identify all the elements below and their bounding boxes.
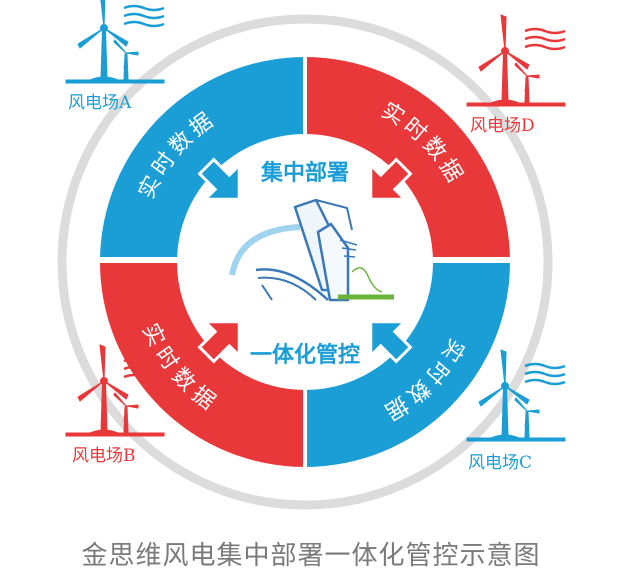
farm-label-c: 风电场C — [468, 453, 532, 473]
farm-label-d: 风电场D — [470, 116, 535, 136]
diagram-caption: 金思维风电集中部署一体化管控示意图 — [81, 541, 541, 571]
center-top-label: 集中部署 — [260, 160, 349, 186]
arrow-top-left — [197, 157, 241, 201]
arrow-bottom-left — [197, 320, 241, 364]
quadrant-top-left — [100, 57, 305, 262]
wind-farm-a[interactable]: 风电场A — [64, 0, 166, 113]
quadrant-bottom-right — [305, 262, 510, 467]
farm-label-b: 风电场B — [72, 446, 136, 466]
center-bottom-label: 一体化管控 — [250, 342, 360, 368]
wind-farm-c[interactable]: 风电场C — [465, 348, 567, 473]
farm-label-a: 风电场A — [68, 93, 132, 113]
building-icon — [229, 198, 394, 302]
wind-farm-b[interactable]: 风电场B — [64, 343, 166, 466]
outer-gray-ring — [57, 14, 553, 510]
quadrant-top-right — [305, 57, 510, 262]
arrow-top-right — [369, 157, 413, 201]
inner-white-circle — [179, 136, 431, 388]
quadrant-bottom-left — [100, 262, 305, 467]
arrow-bottom-right — [369, 320, 413, 364]
wind-farm-d[interactable]: 风电场D — [465, 13, 567, 136]
